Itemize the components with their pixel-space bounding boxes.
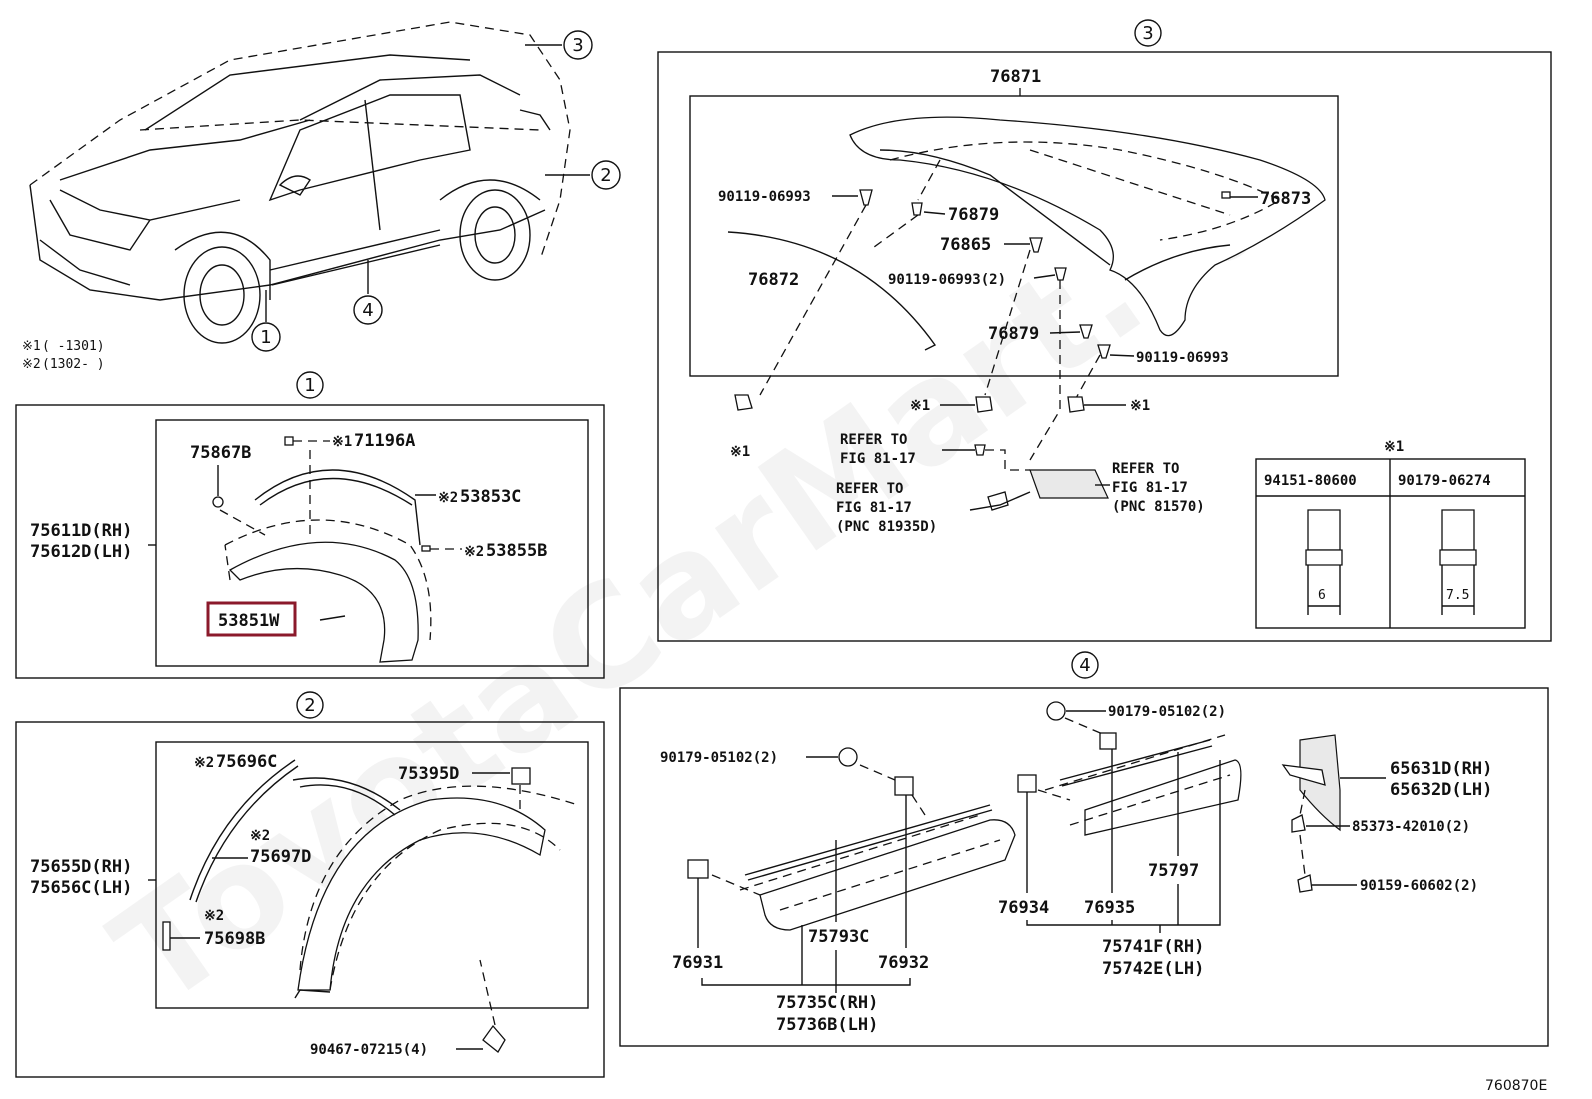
svg-text:4: 4 bbox=[362, 300, 373, 321]
part-90119-06993-b[interactable]: 90119-06993(2) bbox=[888, 272, 1006, 288]
callout-1: 1 bbox=[251, 290, 281, 352]
part-75611d[interactable]: 75611D(RH) bbox=[30, 521, 132, 541]
section-3-title: 3 bbox=[1142, 23, 1153, 44]
refer-1-line1[interactable]: REFER TO bbox=[840, 432, 907, 448]
refer-1-line2[interactable]: FIG 81-17 bbox=[840, 451, 916, 467]
part-65631d[interactable]: 65631D(RH) bbox=[1390, 759, 1492, 779]
part-75655d[interactable]: 75655D(RH) bbox=[30, 857, 132, 877]
part-76932[interactable]: 76932 bbox=[878, 953, 929, 973]
svg-text:2: 2 bbox=[600, 165, 611, 186]
diagram-id: 760870E bbox=[1485, 1078, 1547, 1094]
section-4: 4 90179-05102(2) 90179-0510 bbox=[619, 651, 1549, 1047]
table-title: ※1 bbox=[1384, 439, 1404, 455]
mark-53853c: ※2 bbox=[438, 490, 458, 506]
part-75696c[interactable]: 75696C bbox=[216, 752, 277, 772]
mark-1-c: ※1 bbox=[1130, 398, 1150, 414]
part-90467-07215[interactable]: 90467-07215(4) bbox=[310, 1042, 428, 1058]
part-90119-06993-a[interactable]: 90119-06993 bbox=[718, 189, 811, 205]
part-65632d[interactable]: 65632D(LH) bbox=[1390, 780, 1492, 800]
refer-3-line2[interactable]: FIG 81-17 bbox=[1112, 480, 1188, 496]
section-3: 3 76871 90119-069 bbox=[657, 19, 1552, 642]
part-75742e[interactable]: 75742E(LH) bbox=[1102, 959, 1204, 979]
mark-1-b: ※1 bbox=[910, 398, 930, 414]
part-76871[interactable]: 76871 bbox=[990, 67, 1041, 87]
part-75735c[interactable]: 75735C(RH) bbox=[776, 993, 878, 1013]
refer-2-line2[interactable]: FIG 81-17 bbox=[836, 500, 912, 516]
refer-3-line1[interactable]: REFER TO bbox=[1112, 461, 1179, 477]
table-dim1: 6 bbox=[1318, 588, 1326, 603]
part-75741f[interactable]: 75741F(RH) bbox=[1102, 937, 1204, 957]
part-76934[interactable]: 76934 bbox=[998, 898, 1049, 918]
mark-71196a: ※1 bbox=[332, 434, 352, 450]
mark-1-a: ※1 bbox=[730, 444, 750, 460]
part-76865[interactable]: 76865 bbox=[940, 235, 991, 255]
part-53851w[interactable]: 53851W bbox=[218, 611, 280, 631]
part-71196a[interactable]: 71196A bbox=[354, 431, 415, 451]
mark-75697d: ※2 bbox=[250, 828, 270, 844]
highlight-box bbox=[206, 601, 297, 637]
mark-75698b: ※2 bbox=[204, 908, 224, 924]
part-76872[interactable]: 76872 bbox=[748, 270, 799, 290]
part-85373-42010[interactable]: 85373-42010(2) bbox=[1352, 819, 1470, 835]
part-76935[interactable]: 76935 bbox=[1084, 898, 1135, 918]
section-4-title: 4 bbox=[1079, 655, 1090, 676]
legend: ※1 ( -1301) ※2 (1302- ) bbox=[22, 339, 105, 372]
section-2: 2 75655D(RH) 75656C(LH) ※2 75696C ※2 756… bbox=[15, 691, 605, 1078]
part-76879-a[interactable]: 76879 bbox=[948, 205, 999, 225]
legend-note1-range: ( -1301) bbox=[42, 339, 105, 354]
part-75697d[interactable]: 75697D bbox=[250, 847, 311, 867]
refer-2-line1[interactable]: REFER TO bbox=[836, 481, 903, 497]
callout-3: 3 bbox=[525, 30, 593, 60]
part-76873[interactable]: 76873 bbox=[1260, 189, 1311, 209]
section-2-title: 2 bbox=[304, 695, 315, 716]
part-75395d[interactable]: 75395D bbox=[398, 764, 459, 784]
table-dim2: 7.5 bbox=[1446, 588, 1469, 603]
table-col1[interactable]: 94151-80600 bbox=[1264, 473, 1357, 489]
part-90159-60602[interactable]: 90159-60602(2) bbox=[1360, 878, 1478, 894]
part-75698b[interactable]: 75698B bbox=[204, 929, 265, 949]
part-75736b[interactable]: 75736B(LH) bbox=[776, 1015, 878, 1035]
clip-table: ※1 94151-80600 90179-06274 6 7.5 bbox=[1255, 439, 1526, 629]
legend-note2-mark: ※2 bbox=[22, 357, 41, 372]
part-75793c[interactable]: 75793C bbox=[808, 927, 869, 947]
part-75867b[interactable]: 75867B bbox=[190, 443, 251, 463]
part-75797[interactable]: 75797 bbox=[1148, 861, 1199, 881]
overview-car: 3 2 1 4 bbox=[29, 21, 621, 352]
part-90179-05102-right[interactable]: 90179-05102(2) bbox=[1108, 704, 1226, 720]
section-1-title: 1 bbox=[304, 375, 315, 396]
callout-4: 4 bbox=[353, 260, 383, 325]
part-76931[interactable]: 76931 bbox=[672, 953, 723, 973]
part-53855b[interactable]: 53855B bbox=[486, 541, 547, 561]
refer-3-line3[interactable]: (PNC 81570) bbox=[1112, 499, 1205, 515]
part-90119-06993-c[interactable]: 90119-06993 bbox=[1136, 350, 1229, 366]
refer-2-line3[interactable]: (PNC 81935D) bbox=[836, 519, 937, 535]
part-90179-05102-left[interactable]: 90179-05102(2) bbox=[660, 750, 778, 766]
legend-note1-mark: ※1 bbox=[22, 339, 41, 354]
section-1: 1 75611D(RH) 75612D(LH) 75867B ※1 71196A… bbox=[15, 371, 605, 679]
part-76879-b[interactable]: 76879 bbox=[988, 324, 1039, 344]
table-col2[interactable]: 90179-06274 bbox=[1398, 473, 1491, 489]
mark-75696c: ※2 bbox=[194, 755, 214, 771]
mark-53855b: ※2 bbox=[464, 544, 484, 560]
part-75612d[interactable]: 75612D(LH) bbox=[30, 542, 132, 562]
part-75656c[interactable]: 75656C(LH) bbox=[30, 878, 132, 898]
part-53853c[interactable]: 53853C bbox=[460, 487, 521, 507]
svg-text:3: 3 bbox=[572, 35, 583, 56]
svg-text:1: 1 bbox=[260, 327, 271, 348]
callout-2: 2 bbox=[545, 160, 621, 190]
legend-note2-range: (1302- ) bbox=[42, 357, 105, 372]
